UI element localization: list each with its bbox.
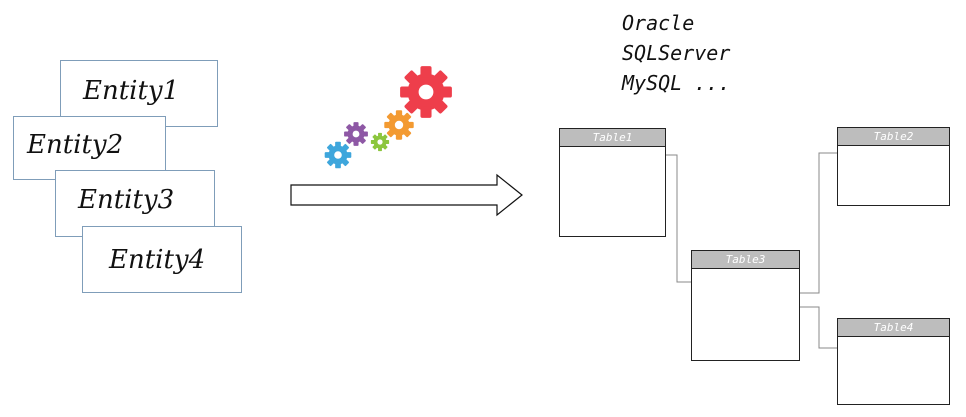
database-list: Oracle SQLServer MySQL ... bbox=[622, 8, 730, 98]
database-mysql: MySQL ... bbox=[622, 71, 731, 95]
entity-box-3: Entity3 bbox=[55, 170, 215, 237]
table-1: Table1 bbox=[559, 128, 666, 237]
database-oracle: Oracle bbox=[622, 11, 695, 35]
table-4-title: Table4 bbox=[838, 319, 949, 337]
database-sqlserver: SQLServer bbox=[622, 41, 731, 65]
connector-table3-table4 bbox=[790, 306, 843, 349]
connector-table3-table2 bbox=[790, 152, 843, 294]
table-3: Table3 bbox=[691, 250, 800, 361]
table-2-title: Table2 bbox=[838, 128, 949, 146]
table-1-title: Table1 bbox=[560, 129, 665, 147]
entity-label-2: Entity2 bbox=[27, 130, 124, 160]
entity-box-1: Entity1 bbox=[60, 60, 218, 127]
entity-box-4: Entity4 bbox=[82, 226, 242, 293]
connector-table1-table3 bbox=[656, 154, 697, 283]
gears-icon bbox=[324, 66, 452, 169]
entity-label-1: Entity1 bbox=[83, 76, 180, 106]
entity-label-4: Entity4 bbox=[109, 245, 206, 275]
table-2: Table2 bbox=[837, 127, 950, 206]
right-arrow-icon bbox=[290, 173, 523, 217]
relationship-connectors bbox=[656, 152, 843, 349]
table-4: Table4 bbox=[837, 318, 950, 405]
entity-label-3: Entity3 bbox=[78, 185, 175, 215]
table-3-title: Table3 bbox=[692, 251, 799, 269]
